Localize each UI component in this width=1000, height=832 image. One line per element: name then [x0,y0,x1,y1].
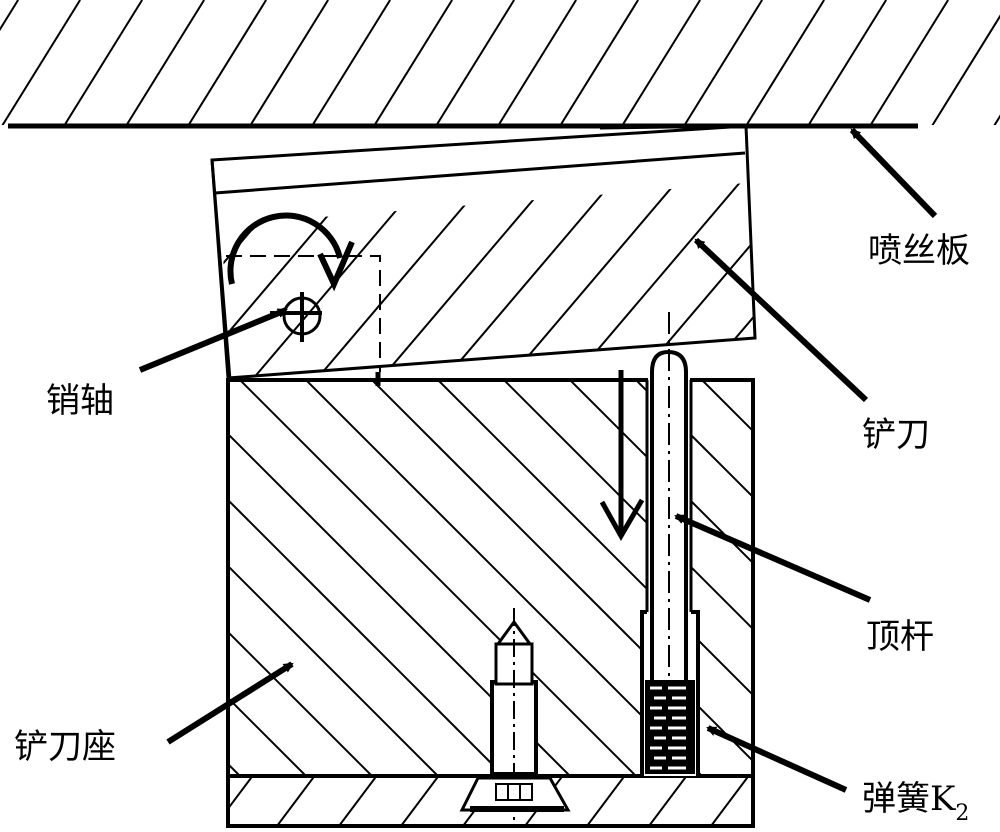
spring-k2 [645,680,695,774]
hatch-line [0,0,19,32]
hatch-line [311,0,391,125]
hatch-line [63,0,143,125]
leader-spinneret-plate [849,127,938,219]
clockwise-rotation-arrow-icon [227,212,355,292]
label-pin-shaft: 销轴 [46,381,114,421]
hatch-line [699,183,755,378]
hatch-line [249,0,329,125]
hatch-line [869,0,949,125]
scraper-blade [210,124,757,381]
label-spinneret-plate: 喷丝板 [868,231,970,271]
hatch-line [435,0,515,125]
label-spring-k2: 弹簧K2 [862,779,969,826]
hatch-line [931,14,1000,125]
hatch-line [507,183,730,378]
blade-outline [210,124,757,380]
bolt [459,608,571,826]
hatch-line [230,566,439,775]
hatch-line [150,776,191,830]
label-spring-subscript: 2 [955,801,969,826]
hatch-line [559,0,639,125]
hatch-line [371,381,752,762]
hatch-line [399,778,439,826]
hatch-line [443,183,666,378]
hatch-line [230,500,505,775]
hatch-line [275,778,315,826]
leader-ejector-rod [674,513,872,603]
hatch-line [635,381,752,498]
hidden-slot [226,255,381,372]
hatch-line [585,778,625,826]
pin-shaft-symbol [270,292,322,342]
hatch-line [239,381,637,775]
hatch-line [230,434,571,775]
hatch-line [305,381,703,775]
hatch-line [571,183,755,378]
leader-lines [138,127,938,793]
hatch-line [807,0,887,125]
down-motion-arrow-icon [599,370,645,542]
hatch-line [745,0,825,125]
hatch-line [125,0,205,125]
hatch-line [315,183,538,378]
hatch-line [709,778,749,826]
hatch-line [503,381,752,630]
hatch-line [379,183,602,378]
leader-spring [706,725,848,793]
leader-blade-seat [166,661,294,745]
hatch-line [337,778,377,826]
hatch-line [497,0,577,125]
hatch-line [373,0,453,125]
hatch-line [251,183,474,378]
leader-pin-shaft [138,307,288,373]
blade-edge-line [214,151,746,195]
label-blade-seat: 铲刀座 [14,727,116,767]
hatch-line [1,0,81,125]
leader-scraper-blade [693,237,869,403]
hatch-line [647,778,687,826]
label-scraper-blade: 铲刀 [862,415,930,455]
hatch-line [770,776,811,830]
hatch-line [187,0,267,125]
seat-outline [226,378,755,828]
label-spring-main: 弹簧K [862,779,956,819]
label-ejector-rod: 顶杆 [866,617,934,657]
hatch-line [621,0,701,125]
spinneret-plate [0,0,1000,129]
hatch-line [635,183,755,378]
hatch-line [230,778,253,808]
hatch-line [701,381,752,432]
hatch-line [683,0,763,125]
